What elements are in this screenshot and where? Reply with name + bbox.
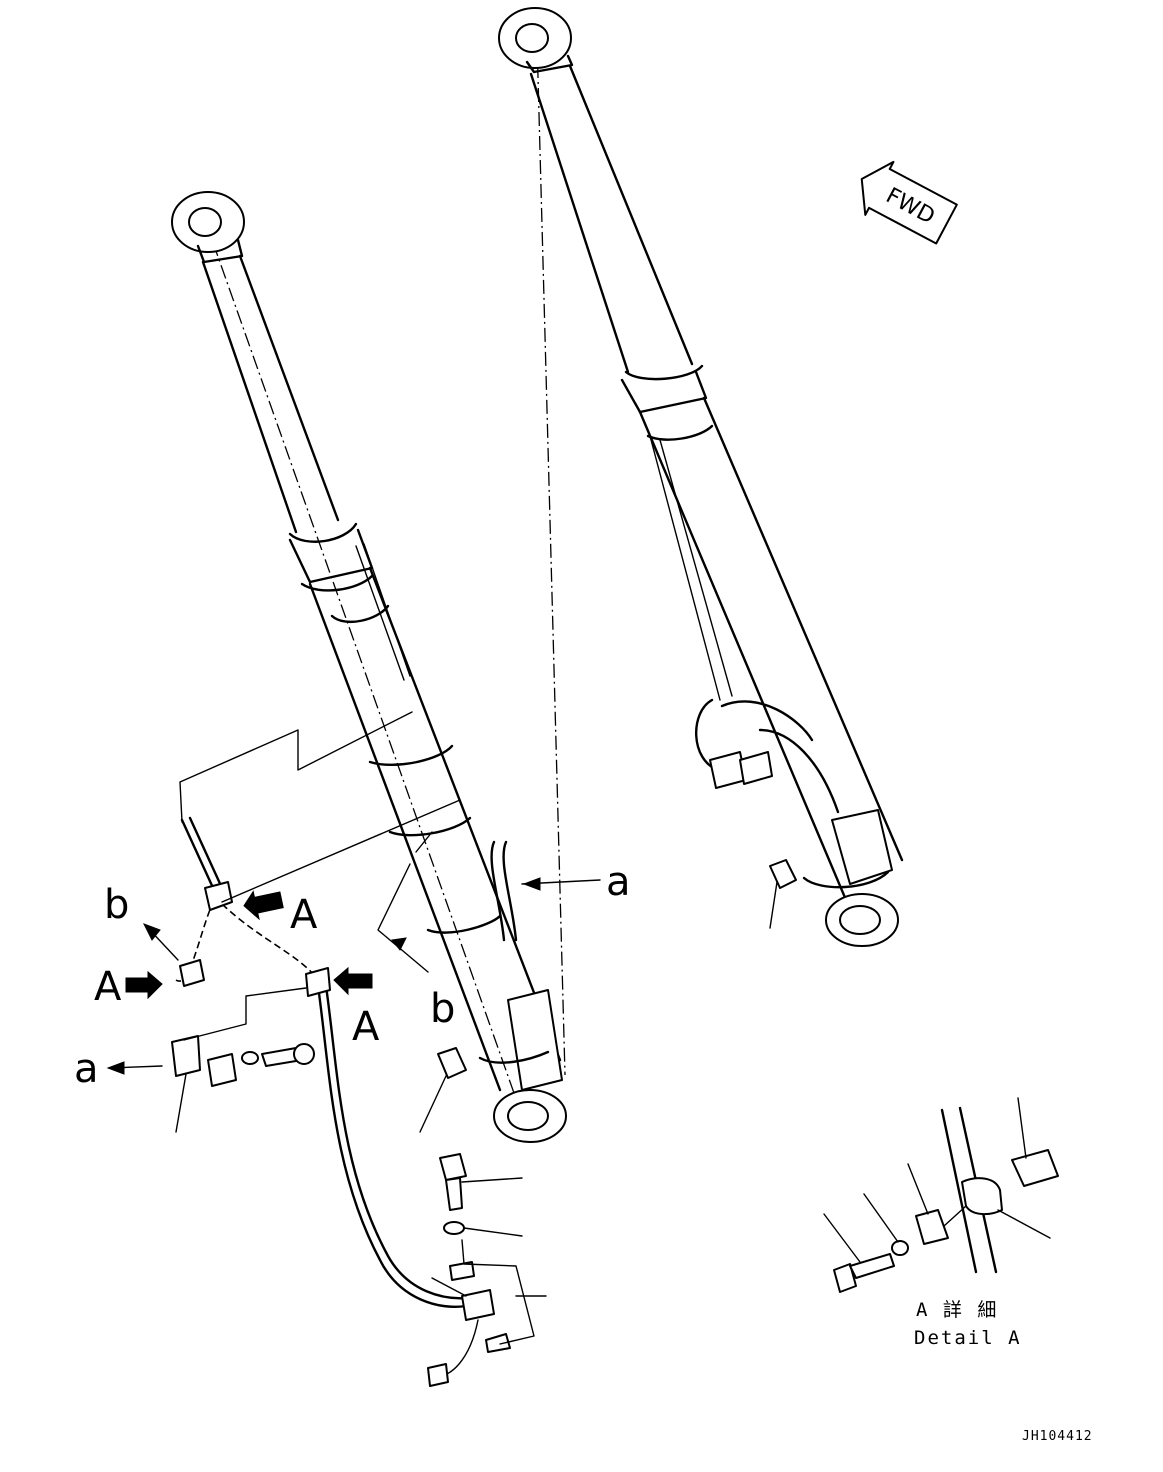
view-a-arrow-1 xyxy=(243,890,284,921)
label-A-top: A xyxy=(290,892,318,938)
view-a-arrow-2 xyxy=(125,970,163,1000)
right-hydraulic-cylinder xyxy=(498,7,904,1076)
label-A-bottom: A xyxy=(352,1004,380,1050)
detail-a-title-jp: A 詳 細 xyxy=(916,1299,998,1321)
drawing-id: JH104412 xyxy=(1022,1429,1093,1444)
label-b-left: b xyxy=(104,882,129,928)
lube-hose-assembly xyxy=(175,816,495,1387)
leader-arrowheads xyxy=(106,877,541,1075)
exploded-fittings xyxy=(171,1035,511,1353)
view-a-arrow-3 xyxy=(333,966,373,996)
detail-a-title-en: Detail A xyxy=(914,1327,1022,1349)
left-hydraulic-cylinder xyxy=(171,191,567,1143)
label-b-center: b xyxy=(430,986,455,1032)
fwd-direction-marker: FWD xyxy=(860,160,958,245)
view-a-arrows xyxy=(125,890,373,1000)
detail-a-inset: A 詳 細 Detail A xyxy=(823,1097,1059,1349)
leader-lines xyxy=(109,711,601,1345)
label-a-left: a xyxy=(74,1046,99,1092)
label-A-left: A xyxy=(94,964,122,1010)
label-a-right: a xyxy=(606,859,631,905)
